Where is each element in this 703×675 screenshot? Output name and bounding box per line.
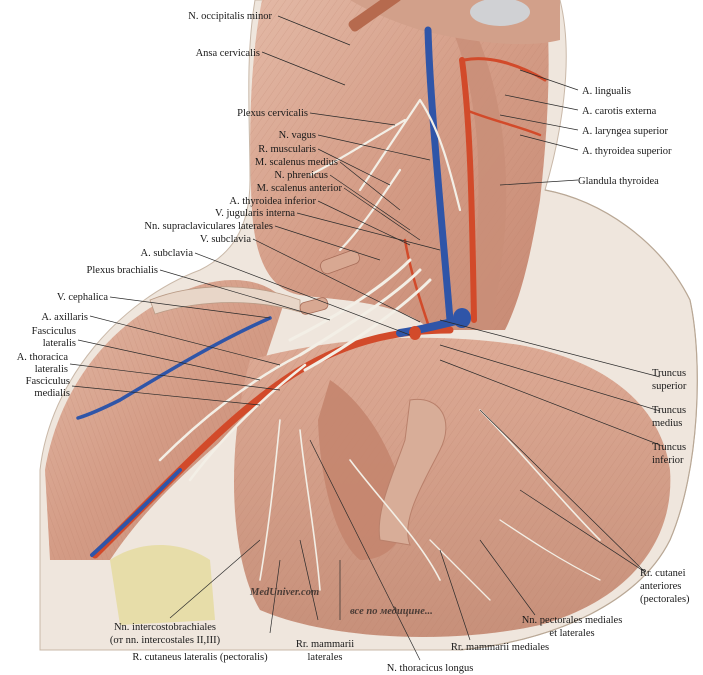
reflected-flap [378,398,447,546]
label-plexus-brachialis: Plexus brachialis [87,265,158,276]
label-nn-intercostobrachiales-2: (от nn. intercostales II,III) [110,635,221,646]
label-glandula-thyroidea: Glandula thyroidea [578,176,659,187]
hyoid-bar [348,0,402,32]
label-a-axillaris: A. axillaris [41,312,88,323]
watermark-site-name: MedUniver.com [249,587,319,598]
cut-artery-end [409,326,421,340]
carotis-artery [459,57,477,323]
anatomy-illustration [39,0,698,651]
thyroidea-inferior-branch [403,238,432,332]
label-a-carotis-externa: A. carotis externa [582,106,657,117]
label-ansa-cervicalis: Ansa cervicalis [196,48,260,59]
label-n-phrenicus: N. phrenicus [274,170,328,181]
skin-edge [459,189,698,651]
nerves [158,98,601,601]
label-a-thoracica-lateralis-2: lateralis [35,364,68,375]
intercostal-nerves [259,409,601,591]
label-a-subclavia: A. subclavia [141,248,194,259]
label-v-cephalica: V. cephalica [57,292,108,303]
label-n-occipitalis-minor: N. occipitalis minor [188,11,272,22]
label-truncus-superior-2: superior [652,381,687,392]
label-truncus-medius-1: Truncus [652,405,686,416]
label-v-jugularis-interna: V. jugularis interna [215,208,295,219]
cervical-plexus [308,98,462,252]
label-rr-cutanei-1: Rr. cutanei [640,568,686,579]
label-rr-cutanei-3: (pectorales) [640,594,690,605]
watermark-tagline: все по медицине... [350,606,433,617]
label-fasciculus-lateralis-1: Fasciculus [32,326,76,337]
label-nn-intercostobrachiales-1: Nn. intercostobrachiales [114,622,216,633]
label-rr-cutanei-2: anteriores [640,581,681,592]
label-r-cutaneus-lateralis: R. cutaneus lateralis (pectoralis) [132,652,268,663]
cutaneous-branches [429,519,601,601]
labels: N. occipitalis minor Ansa cervicalis Ple… [17,11,690,674]
label-rr-mammarii-laterales-2: laterales [308,652,343,663]
veins [76,26,464,557]
cephalica-vein [76,316,272,420]
label-nn-pectorales-2: et laterales [549,628,594,639]
salivary-gland [470,0,530,26]
label-rr-mammarii-mediales: Rr. mammarii mediales [451,642,549,653]
sternocleidomastoid [450,20,507,330]
label-fasciculus-medialis-2: medialis [34,388,70,399]
label-a-thyroidea-inferior: A. thyroidea inferior [229,196,316,207]
label-fasciculus-medialis-1: Fasciculus [26,376,70,387]
label-plexus-cervicalis: Plexus cervicalis [237,108,308,119]
axillary-vein-lower [90,468,182,557]
leader-lines [69,15,661,661]
label-m-scalenus-anterior: M. scalenus anterior [257,183,343,194]
label-m-scalenus-medius: M. scalenus medius [255,157,338,168]
label-n-thoracicus-longus: N. thoracicus longus [387,663,474,674]
label-a-laryngea-superior: A. laryngea superior [582,126,669,137]
label-truncus-inferior-2: inferior [652,455,684,466]
label-a-thoracica-lateralis-1: A. thoracica [17,352,69,363]
axillary-fat [110,545,215,625]
thyroidea-superior-branch [464,108,542,137]
clavicle [149,286,301,315]
label-a-thyroidea-superior: A. thyroidea superior [582,146,672,157]
label-a-lingualis: A. lingualis [582,86,631,97]
jugularis-interna-vein [424,26,454,324]
label-truncus-medius-2: medius [652,418,682,429]
label-fasciculus-lateralis-2: lateralis [43,338,76,349]
label-n-vagus: N. vagus [279,130,316,141]
brachial-plexus [288,258,432,372]
watermark: MedUniver.com все по медицине... [249,587,433,617]
label-rr-mammarii-laterales-1: Rr. mammarii [296,639,354,650]
label-truncus-inferior-1: Truncus [652,442,686,453]
label-nn-pectorales-1: Nn. pectorales mediales [522,615,623,626]
deltoid-fibers [45,280,285,560]
label-truncus-superior-1: Truncus [652,368,686,379]
label-r-muscularis: R. muscularis [258,144,316,155]
cut-vessel-2 [299,297,329,315]
cut-vessel-1 [320,249,360,275]
label-nn-supraclaviculares: Nn. supraclaviculares laterales [144,221,273,232]
label-v-subclavia: V. subclavia [200,234,251,245]
cut-vein-end [453,308,471,328]
